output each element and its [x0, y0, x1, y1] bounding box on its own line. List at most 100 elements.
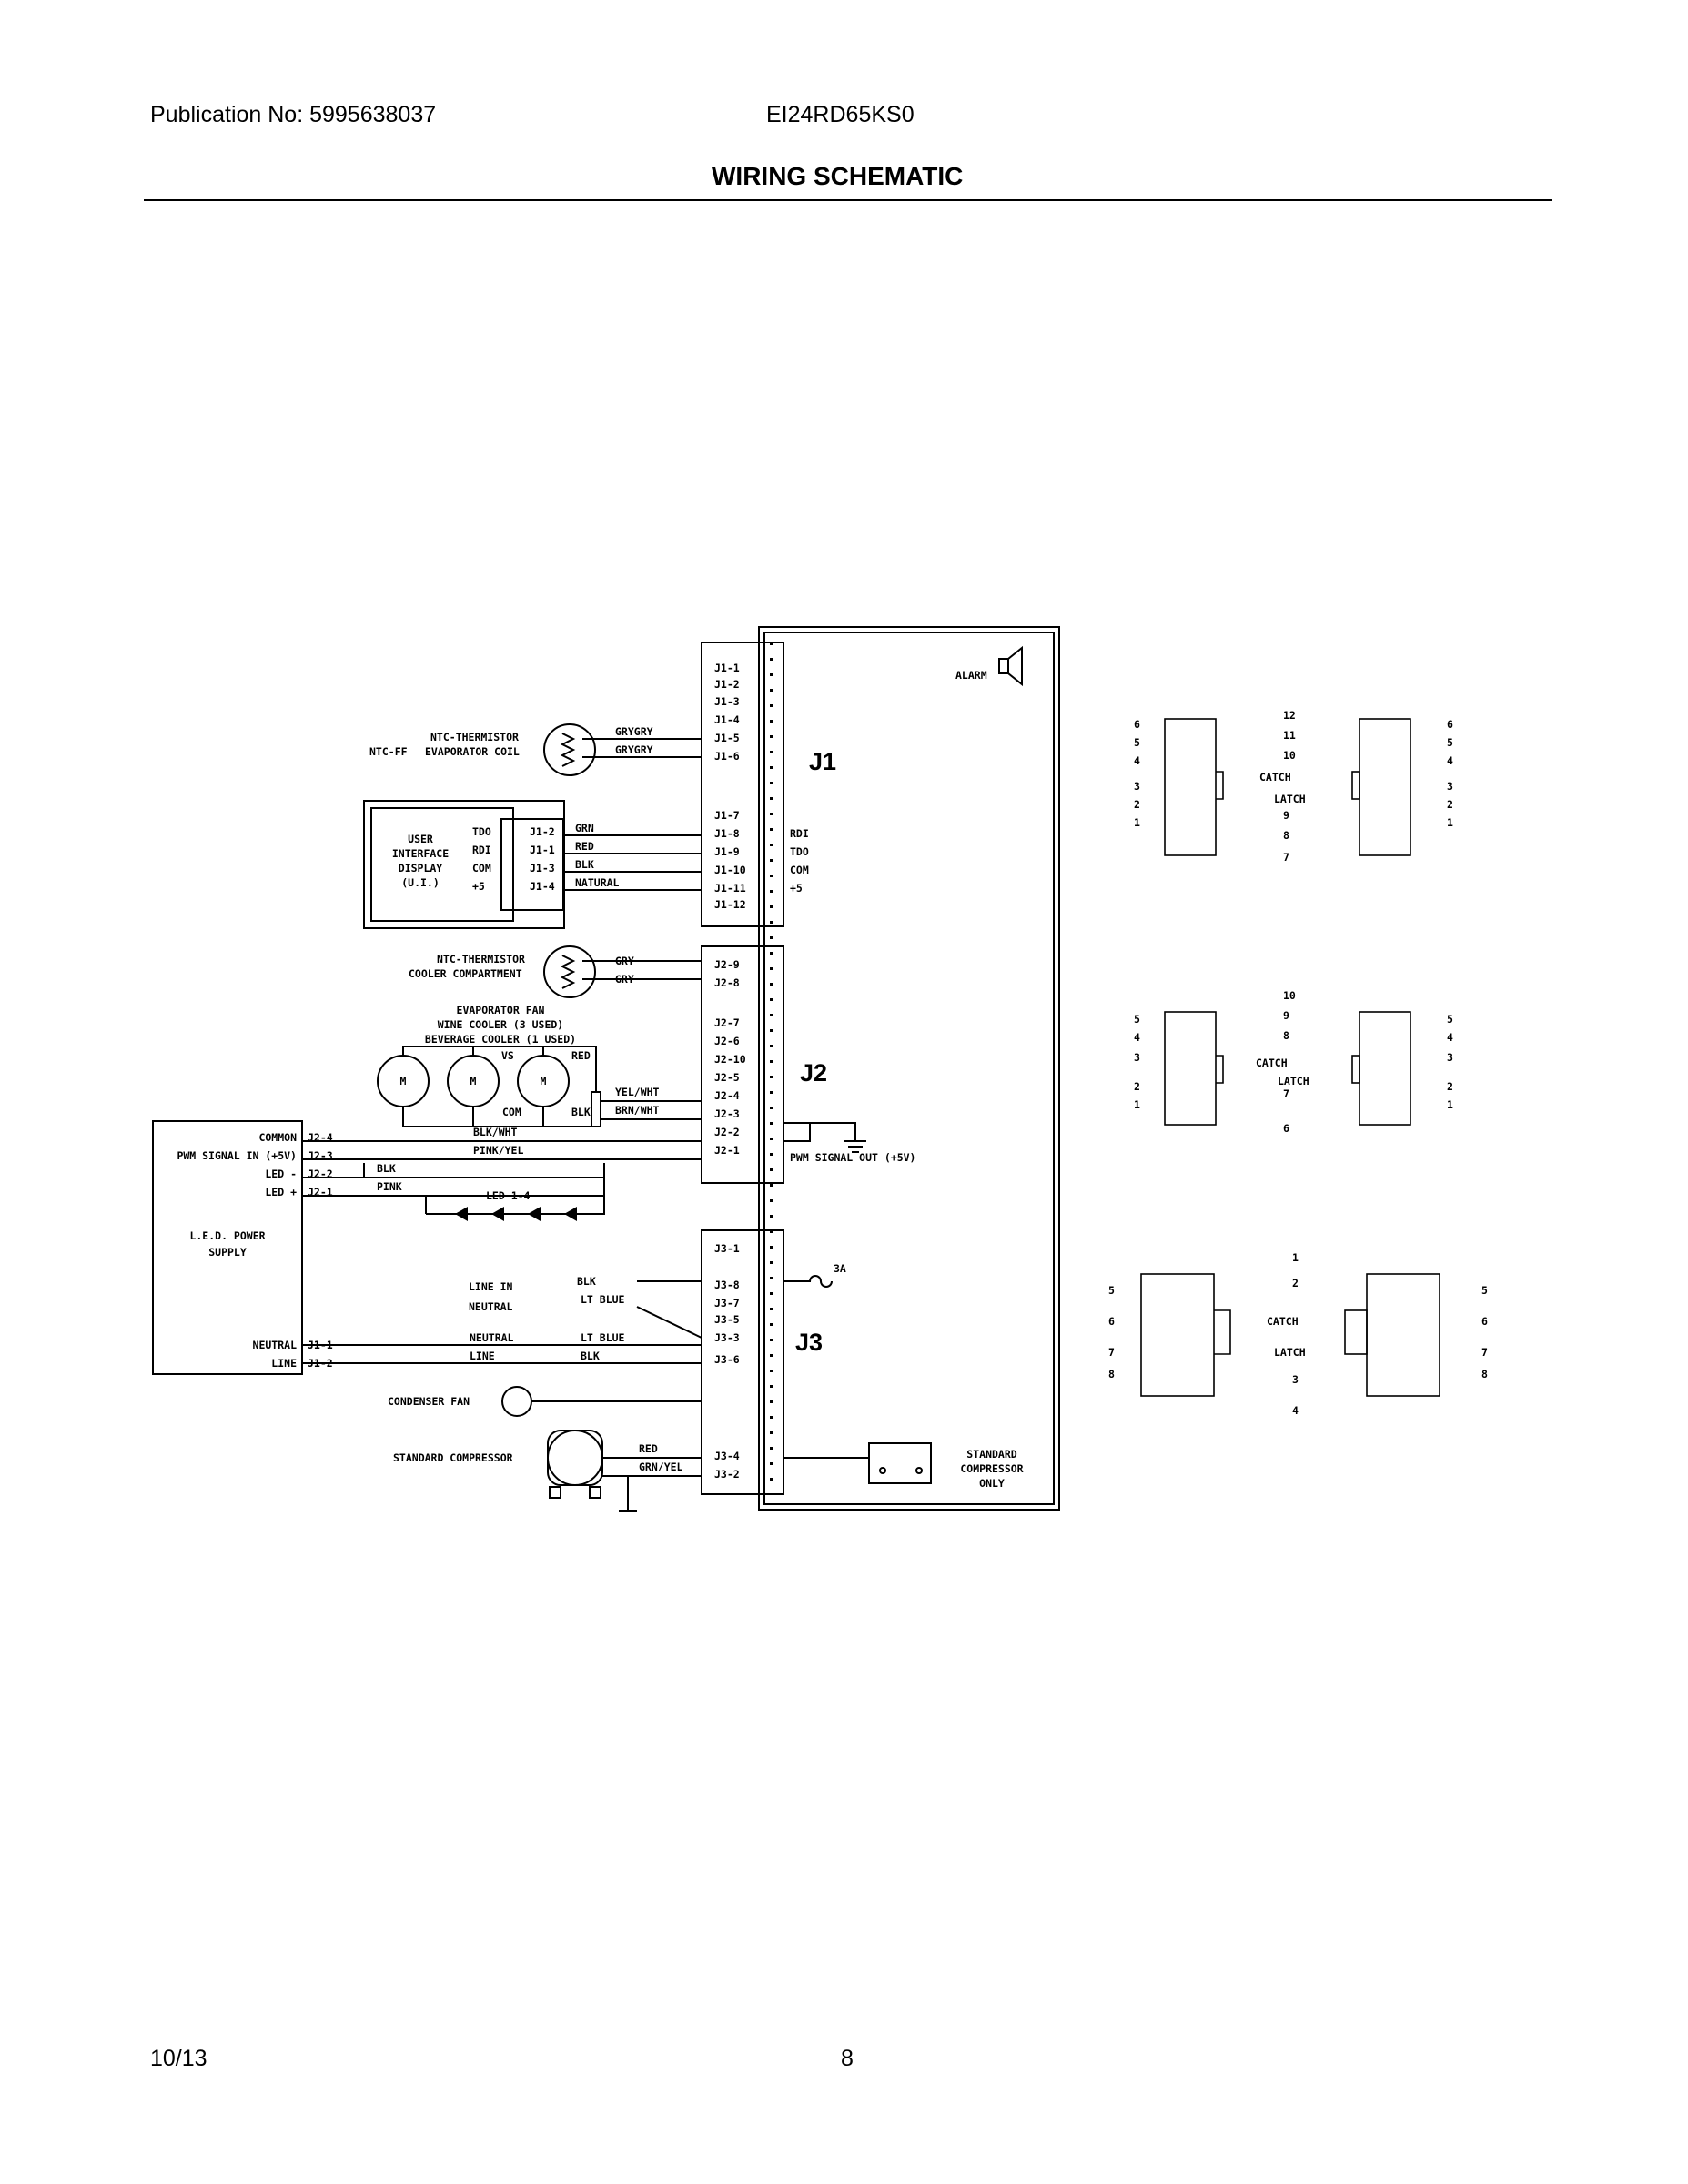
conn10-right-pin: 3 — [1447, 1051, 1453, 1064]
wire-label: GRYGRY — [615, 743, 653, 756]
j2-pin-label: J2-4 — [714, 1089, 740, 1102]
conn12-mid-pin: 12 — [1283, 709, 1296, 722]
ui-pin-label: J1-3 — [530, 862, 555, 875]
j1-label: J1 — [809, 748, 836, 775]
page-title: WIRING SCHEMATIC — [712, 162, 964, 190]
wire-label: RED — [639, 1442, 658, 1455]
conn12-left-pin: 4 — [1134, 754, 1140, 767]
j1-pin-label: J1-9 — [714, 845, 740, 858]
evap-fan-label: BEVERAGE COOLER (1 USED) — [425, 1033, 576, 1046]
evap-fan-label: EVAPORATOR FAN — [457, 1004, 545, 1016]
wire-label: PINK — [377, 1180, 402, 1193]
j2-pin-label: J2-9 — [714, 958, 740, 971]
latch-label: LATCH — [1274, 793, 1306, 805]
j1-pin-label: J1-11 — [714, 882, 746, 895]
pwm-out-label: PWM SIGNAL OUT (+5V) — [790, 1151, 915, 1164]
conn8-right-pin: 5 — [1481, 1284, 1488, 1297]
j1-pin-label: J1-8 — [714, 827, 740, 840]
ntc-ff-label: NTC-FF — [369, 745, 408, 758]
j1-pin-label: J1-4 — [714, 713, 740, 726]
j2-pin-label: J2-7 — [714, 1016, 740, 1029]
wire-label: RED — [575, 840, 594, 853]
led-supply-label: SUPPLY — [208, 1246, 247, 1259]
led-supply-label: L.E.D. POWER — [189, 1229, 265, 1242]
led-supply-signal-label: LED + — [265, 1186, 297, 1198]
ui-signal-label: RDI — [472, 844, 491, 856]
std-compressor-only-label: STANDARD — [966, 1448, 1016, 1461]
conn10-left-pin: 3 — [1134, 1051, 1140, 1064]
conn10-mid-pin: 7 — [1283, 1087, 1289, 1100]
led-supply-pin-label: J2-1 — [308, 1186, 333, 1198]
conn10-right-pin: 2 — [1447, 1080, 1453, 1093]
conn10-left-pin: 2 — [1134, 1080, 1140, 1093]
j2-pin-label: J2-3 — [714, 1107, 740, 1120]
led-supply-pin-label: J2-4 — [308, 1131, 333, 1144]
neutral-label: NEUTRAL — [253, 1339, 298, 1351]
control-board-inner — [763, 632, 1055, 1505]
compressor-label: STANDARD COMPRESSOR — [393, 1451, 513, 1464]
conn8-mid-pin: 3 — [1292, 1373, 1299, 1386]
line-in-label: LINE IN — [469, 1280, 513, 1293]
j2-pin-label: J2-6 — [714, 1035, 740, 1047]
ui-pin-label: J1-1 — [530, 844, 555, 856]
wire-label: GRN/YEL — [639, 1461, 683, 1473]
conn10-right-pin: 4 — [1447, 1031, 1453, 1044]
j1-pin-label: J1-1 — [714, 662, 740, 674]
ntc-cooler-label: COOLER COMPARTMENT — [409, 967, 522, 980]
j2-label: J2 — [800, 1059, 827, 1087]
wire-label: BLK/WHT — [473, 1126, 518, 1138]
header-rule — [144, 199, 1552, 201]
wire-label: BLK — [581, 1350, 600, 1362]
j2-pin-label: J2-10 — [714, 1053, 746, 1066]
std-compressor-only-label: COMPRESSOR — [960, 1462, 1023, 1475]
wire-label: BLK — [577, 1275, 596, 1288]
led-supply-pin-label: J2-3 — [308, 1149, 333, 1162]
conn12-mid-pin: 10 — [1283, 749, 1296, 762]
wire-label: RED — [571, 1049, 591, 1062]
conn12-left-pin: 5 — [1134, 736, 1140, 749]
j3-label: J3 — [795, 1329, 823, 1356]
j1-connector-block — [701, 642, 784, 927]
neutral-label: NEUTRAL — [469, 1300, 513, 1313]
conn8-mid-pin: 2 — [1292, 1277, 1299, 1289]
j2-connector-block — [701, 945, 784, 1184]
latch-label: LATCH — [1274, 1346, 1306, 1359]
control-board-outer — [758, 626, 1060, 1511]
conn12-mid-pin: 9 — [1283, 809, 1289, 822]
conn8-right-pin: 7 — [1481, 1346, 1488, 1359]
conn8-left-pin: 5 — [1108, 1284, 1115, 1297]
j1-pin-label: J1-3 — [714, 695, 740, 708]
catch-label: CATCH — [1267, 1315, 1299, 1328]
j1-pin-label: J1-12 — [714, 898, 746, 911]
conn12-right-pin: 1 — [1447, 816, 1453, 829]
conn12-right-pin: 4 — [1447, 754, 1453, 767]
conn10-left-pin: 5 — [1134, 1013, 1140, 1026]
j3-pin-label: J3-1 — [714, 1242, 740, 1255]
connector-8-pin-diagram — [1140, 1273, 1440, 1397]
alarm-label: ALARM — [955, 669, 987, 682]
latch-label: LATCH — [1278, 1075, 1309, 1087]
j3-pin-label: J3-3 — [714, 1331, 740, 1344]
wire-label: BRN/WHT — [615, 1104, 660, 1117]
j1-pin-label: J1-5 — [714, 732, 740, 744]
condenser-fan-label: CONDENSER FAN — [388, 1395, 470, 1408]
j2-pin-label: J2-5 — [714, 1071, 740, 1084]
wire-label: BLK — [377, 1162, 396, 1175]
j3-pin-label: J3-5 — [714, 1313, 740, 1326]
j2-pin-label: J2-1 — [714, 1144, 740, 1157]
model-number: EI24RD65KS0 — [766, 102, 915, 127]
j3-pin-label: J3-4 — [714, 1450, 740, 1462]
page-number: 8 — [841, 2046, 854, 2071]
j1-signal-label: +5 — [790, 882, 803, 895]
evap-fan-label: WINE COOLER (3 USED) — [438, 1018, 563, 1031]
wire-label: GRYGRY — [615, 725, 653, 738]
j1-pin-label: J1-10 — [714, 864, 746, 876]
supply-pin-label: J1-2 — [308, 1357, 333, 1370]
led-label: LED 1-4 — [486, 1189, 531, 1202]
motor-label: M — [470, 1075, 477, 1087]
ui-box-label: USER — [408, 833, 433, 845]
wire-label: GRN — [575, 822, 594, 834]
conn12-mid-pin: 11 — [1283, 729, 1296, 742]
ui-box-label: INTERFACE — [392, 847, 449, 860]
catch-label: CATCH — [1256, 1057, 1288, 1069]
